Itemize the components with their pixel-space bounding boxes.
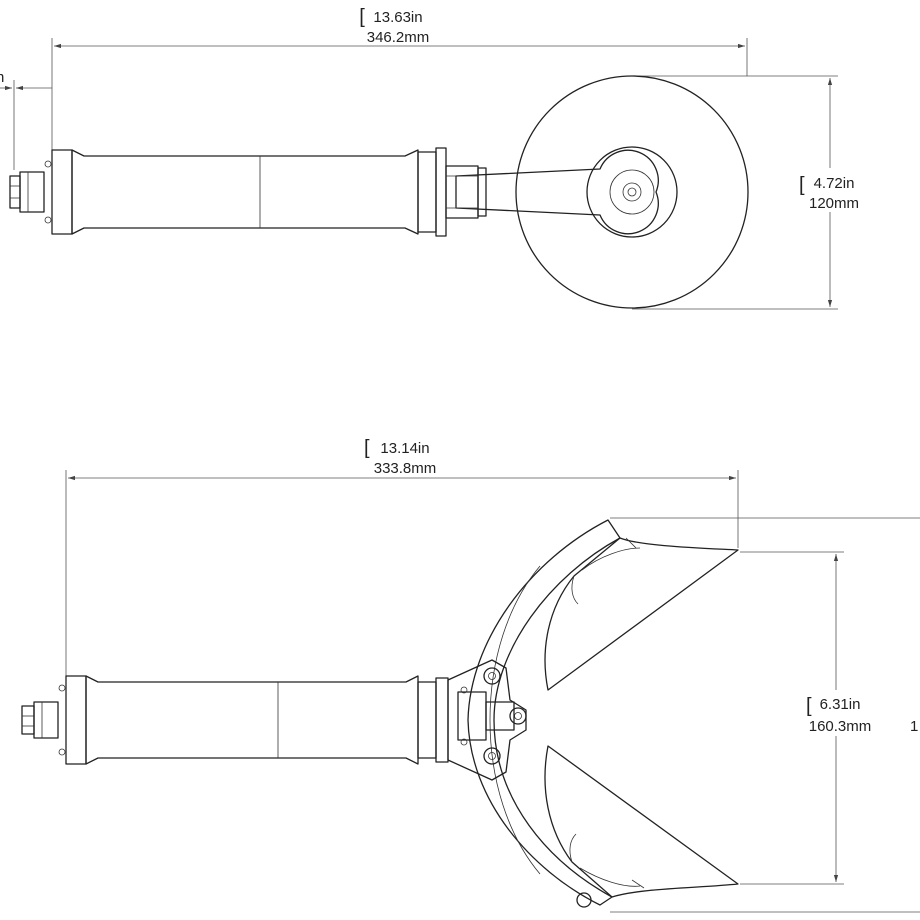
handle-end-cap [9,171,45,213]
svg-text:[: [ [806,695,812,717]
handle-grip [44,149,419,235]
pivot-linkage [447,659,527,781]
frame-knob [576,892,592,908]
bottom-length-dimension: [ 13.14in 333.8mm [65,437,739,676]
top-diameter-in-label: 4.72in [814,175,855,192]
handle-bracket [417,147,487,237]
top-left-dim-partial-label: n [0,69,4,86]
top-length-in-label: 13.63in [373,9,422,26]
bottom-handle-end-cap [21,701,59,739]
bottom-width-in-label: 6.31in [820,696,861,713]
svg-text:[: [ [799,174,805,196]
svg-text:[: [ [364,437,370,459]
bottom-width-dimension: [ 6.31in 160.3mm 1 [610,517,920,913]
bottom-width-mm-label: 160.3mm [809,718,872,735]
bottom-right-edge-partial-label: 1 [910,718,918,735]
cutting-wheel [515,75,749,309]
top-length-mm-label: 346.2mm [367,29,430,46]
wheel-arm [455,149,659,235]
top-left-small-dimension: n [0,69,52,170]
top-diameter-dimension: [ 4.72in 120mm [632,75,866,310]
bottom-view: [ 13.14in 333.8mm [ 6.31in 160.3mm 1 [21,437,920,913]
bottom-length-mm-label: 333.8mm [374,460,437,477]
lower-blade [544,745,739,898]
top-length-dimension: [ 13.63in 346.2mm [51,6,748,150]
c-frame-jaw [467,519,621,906]
upper-blade [544,537,739,691]
bottom-handle-collar [417,677,449,763]
bottom-handle-grip [58,675,419,765]
bottom-length-in-label: 13.14in [380,440,429,457]
top-diameter-mm-label: 120mm [809,195,859,212]
top-view: [ 13.63in 346.2mm n [ 4.72in 120mm [0,6,866,310]
svg-text:[: [ [359,6,365,28]
